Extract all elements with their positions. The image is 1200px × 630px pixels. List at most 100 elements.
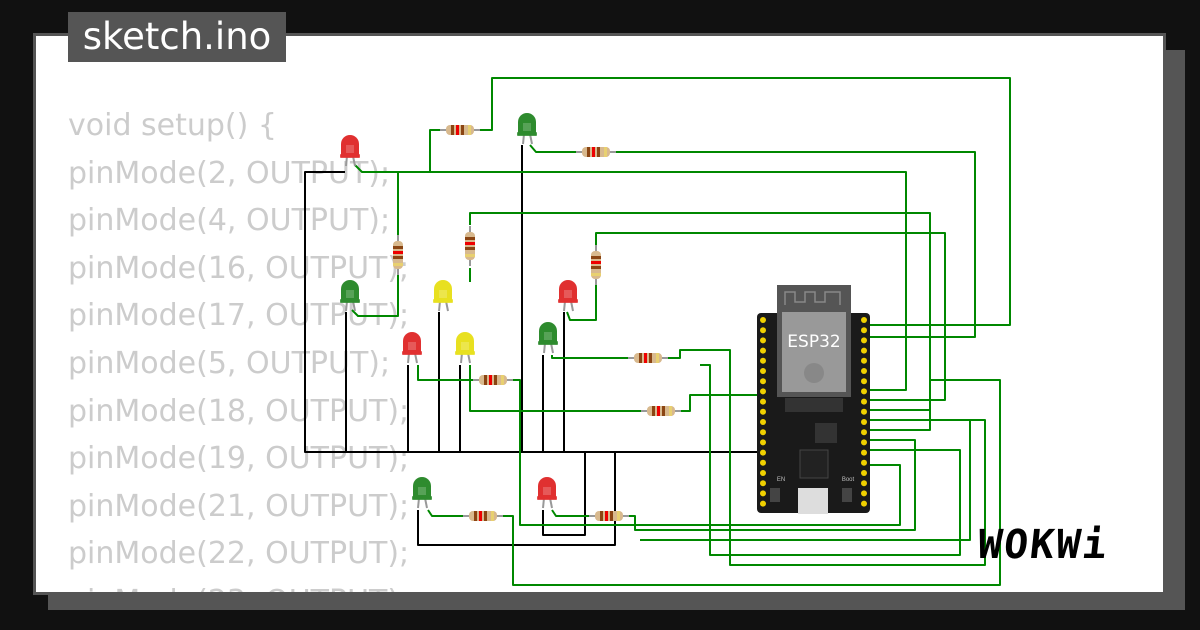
wire-signal [668,349,986,566]
header-pin [861,480,867,487]
header-pin [760,347,766,354]
header-pin [861,357,867,364]
wire-signal [502,379,1001,586]
resistor [640,405,682,417]
wire-signal [351,275,399,317]
code-line: pinMode(23, OUTPUT); [68,578,409,592]
header-pin [760,500,766,507]
led-yellow [432,279,454,312]
header-pin [760,439,766,446]
resistor [464,225,476,267]
header-pin [861,347,867,354]
wire-signal [628,439,916,531]
code-line: pinMode(22, OUTPUT); [68,536,410,572]
wire-signal [480,77,1011,326]
code-line: pinMode(17, OUTPUT); [68,298,410,334]
header-pin [760,480,766,487]
wire-signal [551,355,628,359]
header-pin [760,337,766,344]
resistor [472,374,514,386]
wire-gnd [542,452,586,536]
header-pin [861,398,867,405]
header-pin [760,398,766,405]
header-pin [861,317,867,323]
code-line: pinMode(16, OUTPUT); [68,250,410,286]
wire-signal [700,364,961,556]
wire-gnd [417,452,616,546]
code-line: pinMode(18, OUTPUT); [68,393,410,429]
code-line: pinMode(4, OUTPUT); [68,203,391,239]
header-pin [861,408,867,415]
code-line: pinMode(2, OUTPUT); [68,155,391,191]
resistor [439,124,481,136]
header-pin [861,449,867,456]
led-green [339,279,361,312]
wire-signal [551,509,590,517]
file-tab[interactable]: sketch.ino [68,12,286,62]
led-green [537,321,559,354]
header-pin [760,490,766,497]
header-pin [760,368,766,374]
resistors [392,124,682,522]
signal-wires [351,77,1011,586]
wire-signal [469,365,642,412]
wire-signal [640,419,971,541]
header-pin [861,429,867,436]
code-line: pinMode(19, OUTPUT); [68,441,410,477]
resistor [575,146,617,158]
wire-signal [429,129,442,172]
led-yellow [454,331,476,364]
led-green [516,112,538,145]
en-label: EN [777,477,785,483]
header-pin [760,408,766,415]
preview-panel: void setup() { pinMode(2, OUTPUT); pinMode… [33,33,1166,595]
header-pin [861,368,867,374]
header-pin [861,439,867,446]
led-red [401,331,423,364]
esp32-label: ESP32 [787,332,840,352]
esp32-board: ESP32 Boot EN [757,285,870,514]
header-pin [760,327,766,334]
resistor [462,510,504,522]
header-pin [861,500,867,507]
header-pin [861,470,867,476]
code-line: void setup() { [68,108,277,143]
header-pin [861,327,867,334]
code-line: pinMode(5, OUTPUT); [68,345,391,381]
resistor [588,510,630,522]
header-pin [861,419,867,425]
led-red [536,476,558,509]
code-line: pinMode(21, OUTPUT); [68,488,410,524]
header-pin [861,459,867,466]
header-pin [760,429,766,436]
resistor [392,234,404,276]
wire-gnd [304,171,760,453]
resistor [627,352,669,364]
code-preview: void setup() { pinMode(2, OUTPUT); pinMode… [68,102,410,592]
wire-signal [417,365,474,381]
header-pin [861,378,867,385]
wire-signal [616,151,976,338]
wire-signal [529,144,576,153]
wire-signal [427,509,464,517]
ground-wires [304,145,760,546]
header-pin [760,388,766,395]
wire-signal [566,285,597,321]
boot-label: Boot [842,477,855,483]
header-pin [760,419,766,425]
header-pin [760,317,766,323]
wire-signal [469,212,931,411]
header-pin [760,470,766,476]
wire-signal [595,232,946,401]
header-pin [861,388,867,395]
header-pin [760,449,766,456]
wokwi-logo: WOKWi [975,522,1111,568]
header-pin [861,337,867,344]
wire-signal [354,164,907,391]
header-pin [760,357,766,364]
led-red [339,134,361,167]
header-pin [760,378,766,385]
resistor [590,244,602,286]
header-pin [760,459,766,466]
